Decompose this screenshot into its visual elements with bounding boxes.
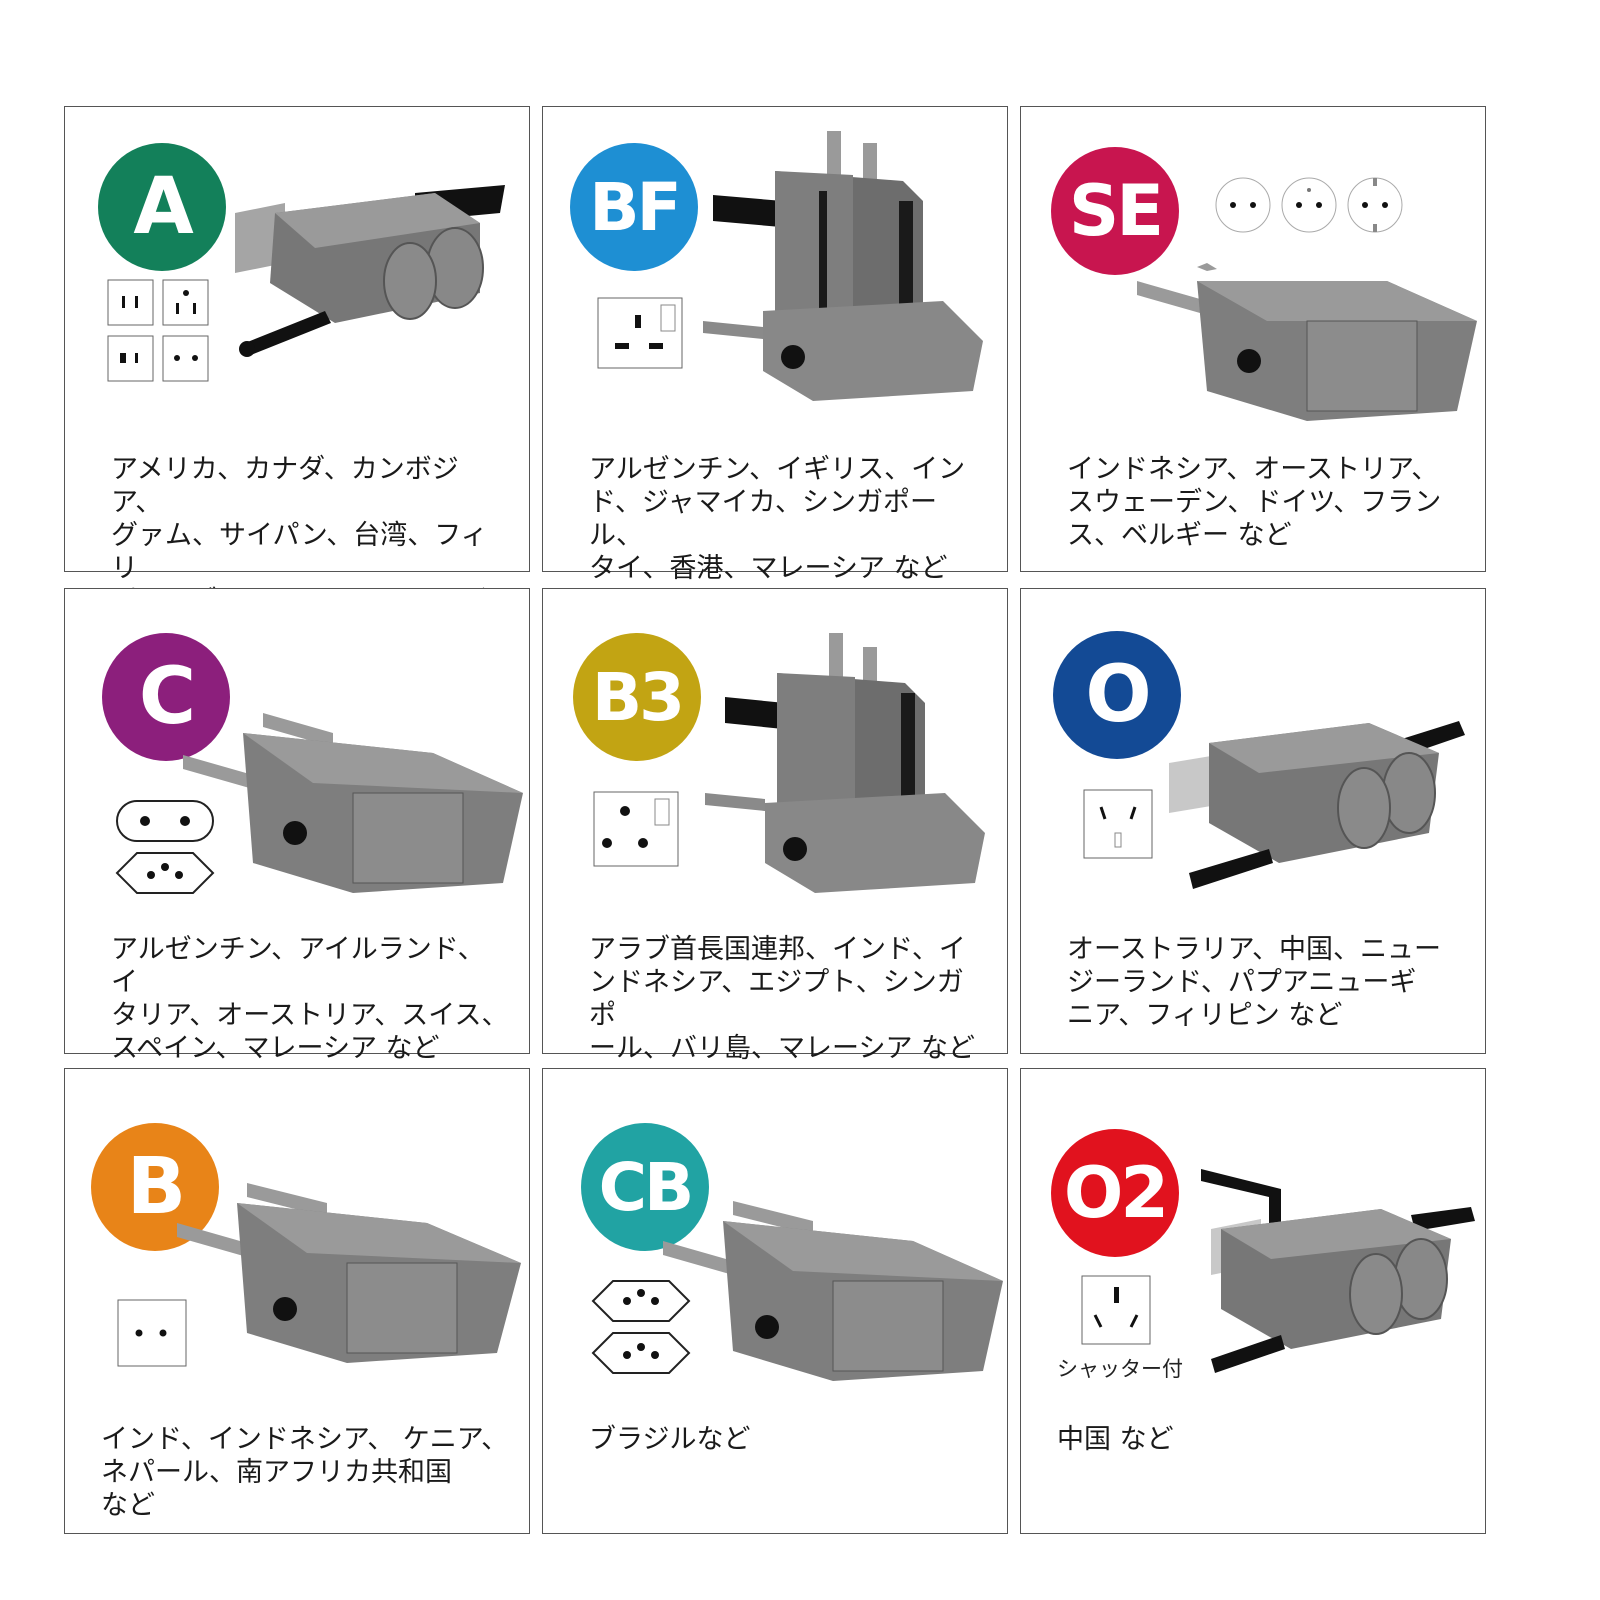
outlet-type-c-icon [115, 800, 215, 894]
plug-card-bf: BF アルゼンチン、イギリス、イン ド、ジャマイカ、シンガポール、 タイ、香港、… [542, 106, 1008, 584]
country-list-c: アルゼンチン、アイルランド、イ タリア、オーストリア、スイス、 スペイン、マレー… [111, 934, 509, 1064]
type-badge-a: A [98, 143, 226, 271]
type-badge-o2: O2 [1051, 1129, 1179, 1257]
country-list-o2: 中国 など [1057, 1424, 1174, 1455]
type-badge-c: C [102, 633, 230, 761]
outlet-type-o2-icon [1081, 1275, 1151, 1345]
plug-a-icon [235, 185, 505, 357]
plug-c-icon [183, 713, 523, 893]
country-list-bf: アルゼンチン、イギリス、イン ド、ジャマイカ、シンガポール、 タイ、香港、マレー… [589, 454, 966, 584]
outlet-type-bf-icon [597, 297, 683, 369]
plug-bf-icon [703, 131, 983, 401]
outlet-type-se-icon [1215, 177, 1403, 233]
plug-b-icon [177, 1183, 521, 1363]
outlet-type-b-icon [117, 1299, 187, 1367]
plug-card-se: SE インドネシア、オーストリア、 スウェーデン、ドイツ、フラン ス、ベルギー … [1020, 106, 1486, 572]
plug-card-b3: B3 アラブ首長国連邦、インド、イ ンドネシア、エジプト、シンガポ ール、バリ島… [542, 588, 1008, 1064]
country-list-b: インド、インドネシア、 ケニア、 ネパール、南アフリカ共和国 など [101, 1424, 509, 1521]
type-badge-o: O [1053, 631, 1181, 759]
country-list-cb: ブラジルなど [589, 1424, 751, 1455]
plug-o2-icon [1201, 1169, 1475, 1373]
shutter-caption: シャッター付 [1057, 1357, 1183, 1381]
outlet-type-cb-icon [591, 1280, 691, 1374]
type-badge-b3: B3 [573, 633, 701, 761]
plug-se-icon [1137, 263, 1477, 421]
outlet-type-o-icon [1083, 789, 1153, 859]
type-badge-se: SE [1051, 147, 1179, 275]
plug-card-o: O オーストラリア、中国、ニュー ジーランド、パプアニューギ ニア、フィリピン … [1020, 588, 1486, 1054]
type-badge-bf: BF [570, 143, 698, 271]
plug-card-cb: CB ブラジルなど [542, 1068, 1008, 1534]
outlet-type-a-icon [107, 279, 209, 382]
country-list-b3: アラブ首長国連邦、インド、イ ンドネシア、エジプト、シンガポ ール、バリ島、マレ… [589, 934, 976, 1064]
plug-card-b: B インド、インドネシア、 ケニア、 ネパール、南アフリカ共和国 など [64, 1068, 530, 1534]
plug-b3-icon [705, 633, 985, 893]
plug-card-o2: O2 シャッター付 中国 など [1020, 1068, 1486, 1534]
country-list-se: インドネシア、オーストリア、 スウェーデン、ドイツ、フラン ス、ベルギー など [1067, 454, 1442, 551]
type-badge-cb: CB [581, 1123, 709, 1251]
plug-cb-icon [663, 1201, 1003, 1381]
country-list-o: オーストラリア、中国、ニュー ジーランド、パプアニューギ ニア、フィリピン など [1067, 934, 1441, 1031]
plug-o-icon [1169, 721, 1465, 889]
plug-card-a: A アメリカ、カナダ、カンボジア、 グァム、サイパン、台湾、フィリ ピン、ブラジ… [64, 106, 530, 617]
outlet-type-b3-icon [593, 791, 679, 867]
plug-card-c: C アルゼンチン、アイルランド、イ タリア、オーストリア、スイス、 スペイン、マ… [64, 588, 530, 1064]
